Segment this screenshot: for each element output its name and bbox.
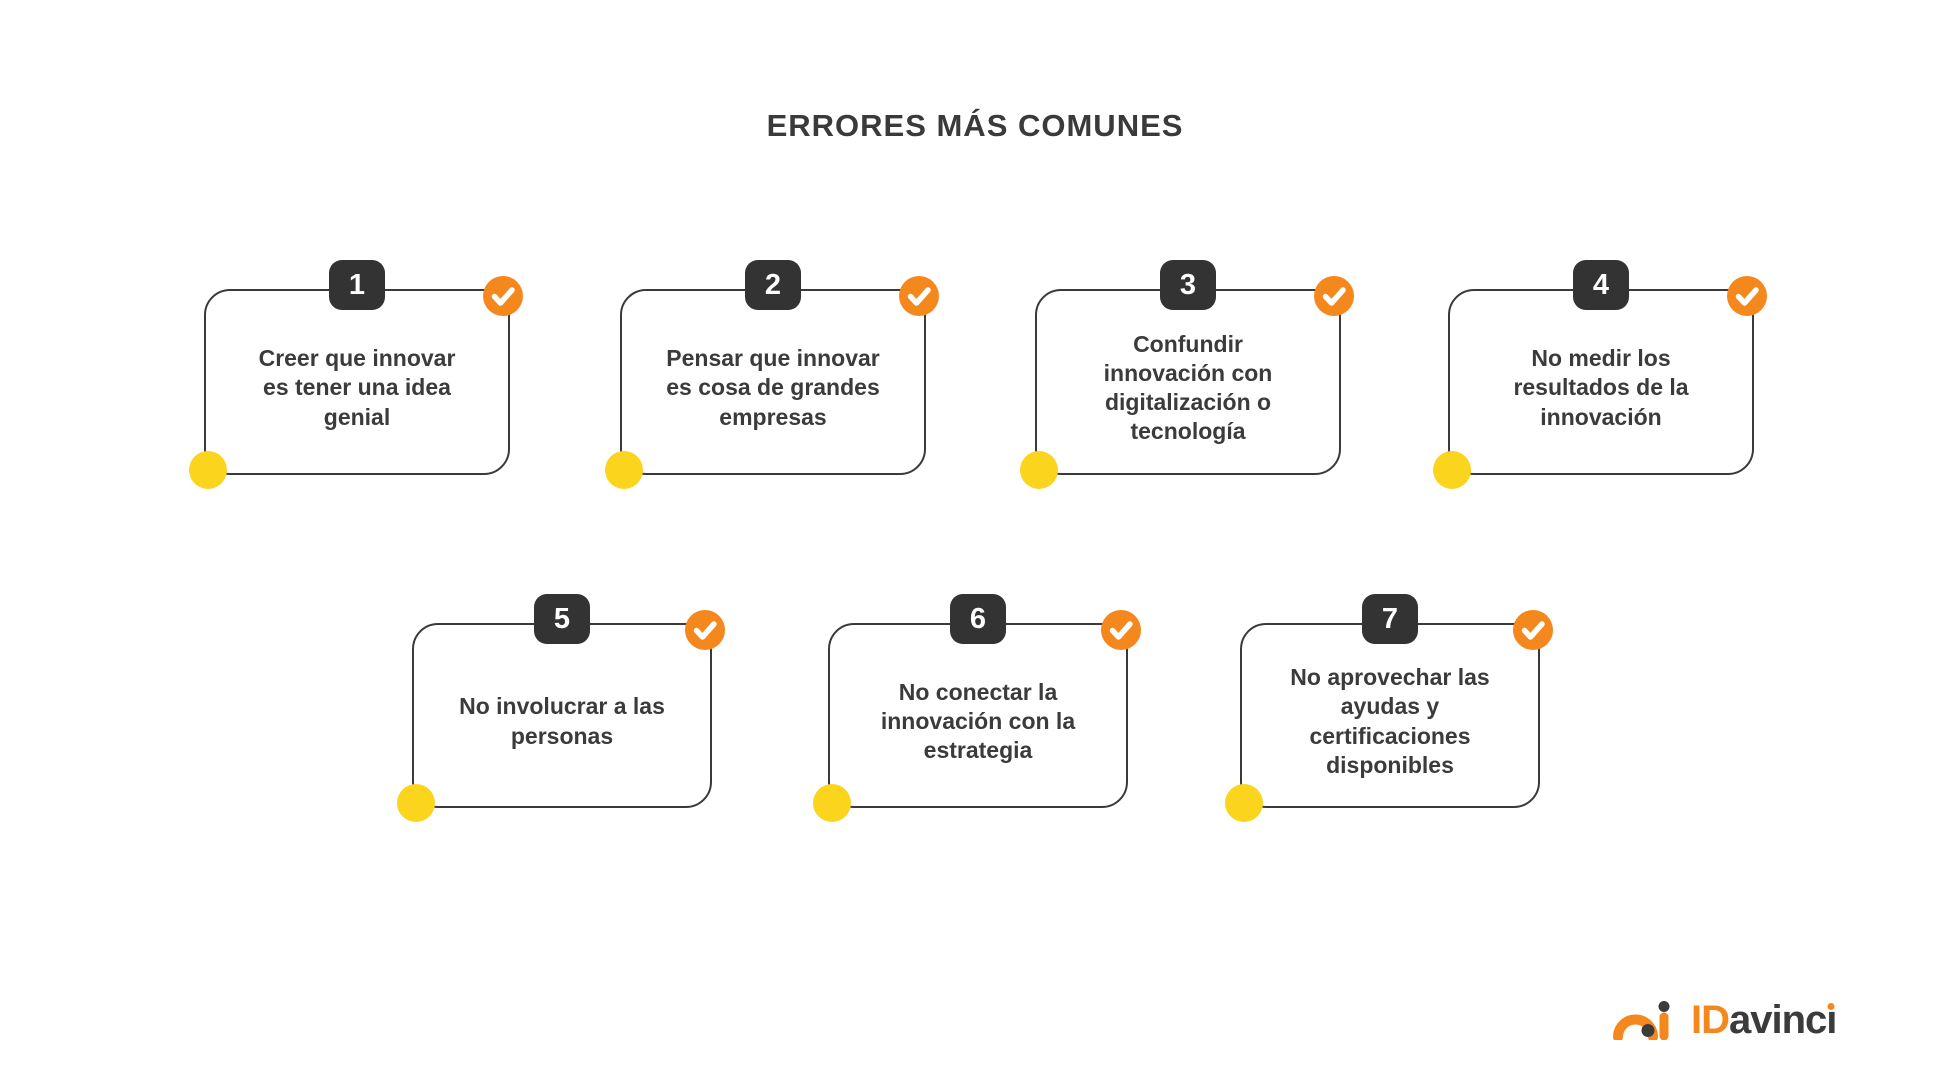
- brand-logo: IDavincı: [1612, 998, 1837, 1042]
- corner-dot: [605, 451, 643, 489]
- check-icon: [1513, 610, 1553, 650]
- check-icon: [1314, 276, 1354, 316]
- corner-dot: [1225, 784, 1263, 822]
- card-text: Confundir innovación con digitalización …: [1103, 330, 1273, 445]
- card-text: No involucrar a las personas: [459, 693, 665, 749]
- wordmark-last-i: ı: [1826, 998, 1837, 1042]
- card-text: No aprovechar las ayudas y certificacion…: [1290, 664, 1490, 778]
- brand-icon: [1613, 1001, 1670, 1040]
- corner-dot: [1433, 451, 1471, 489]
- card-text: Creer que innovar es tener una idea geni…: [258, 345, 456, 430]
- corner-dot: [813, 784, 851, 822]
- card-number-badge: 4: [1573, 260, 1629, 310]
- card-text: Pensar que innovar es cosa de grandes em…: [666, 345, 880, 430]
- card-text: No medir los resultados de la innovación: [1513, 345, 1689, 430]
- error-card-3: 3 Confundir innovación con digitalizació…: [1020, 260, 1354, 489]
- error-card-2: 2 Pensar que innovar es cosa de grandes …: [605, 260, 939, 489]
- page-title: ERRORES MÁS COMUNES: [766, 108, 1184, 143]
- check-icon: [685, 610, 725, 650]
- card-number-badge: 1: [329, 260, 385, 310]
- error-card-6: 6 No conectar la innovación con la estra…: [813, 594, 1141, 822]
- check-icon: [899, 276, 939, 316]
- card-number-badge: 7: [1362, 594, 1418, 644]
- corner-dot: [1020, 451, 1058, 489]
- error-card-7: 7 No aprovechar las ayudas y certificaci…: [1225, 594, 1553, 822]
- card-number-badge: 5: [534, 594, 590, 644]
- error-card-5: 5 No involucrar a las personas: [397, 594, 725, 822]
- wordmark-prefix: ID: [1691, 998, 1730, 1042]
- error-card-1: 1 Creer que innovar es tener una idea ge…: [189, 260, 523, 489]
- check-icon: [1727, 276, 1767, 316]
- brand-wordmark: IDavincı: [1691, 998, 1837, 1042]
- check-icon: [1101, 610, 1141, 650]
- check-icon: [483, 276, 523, 316]
- wordmark-last-stem: ı: [1826, 998, 1837, 1042]
- i-dot: [1827, 1003, 1835, 1010]
- wordmark-middle: avinc: [1729, 998, 1827, 1042]
- error-card-4: 4 No medir los resultados de la innovaci…: [1433, 260, 1767, 489]
- card-number-badge: 6: [950, 594, 1006, 644]
- card-number-badge: 3: [1160, 260, 1216, 310]
- corner-dot: [189, 451, 227, 489]
- corner-dot: [397, 784, 435, 822]
- card-text: No conectar la innovación con la estrate…: [880, 678, 1076, 764]
- card-number-badge: 2: [745, 260, 801, 310]
